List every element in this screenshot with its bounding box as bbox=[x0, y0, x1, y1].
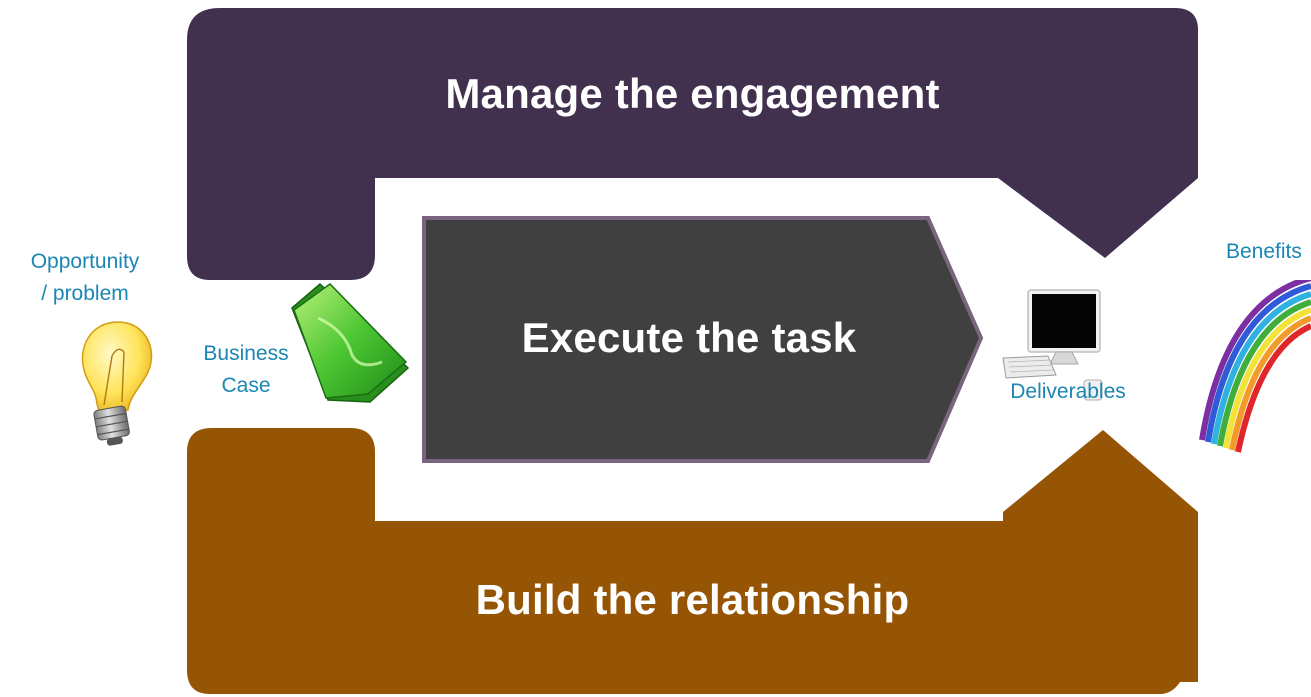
opportunity-caption-line-1: Opportunity bbox=[30, 250, 140, 273]
rainbow-icon bbox=[1199, 280, 1311, 453]
business-case-caption-line-2: Case bbox=[221, 374, 271, 397]
execute-task-arrow bbox=[422, 216, 984, 463]
manage-engagement-label: Manage the engagement bbox=[445, 70, 940, 117]
business-case-caption: Business Case bbox=[190, 338, 302, 402]
build-relationship-band bbox=[187, 428, 1198, 694]
benefits-caption: Benefits bbox=[1226, 240, 1302, 263]
lightbulb-icon bbox=[81, 321, 153, 446]
opportunity-caption: Opportunity / problem bbox=[0, 246, 170, 310]
deliverables-caption: Deliverables bbox=[1010, 380, 1126, 403]
build-relationship-label: Build the relationship bbox=[475, 576, 910, 623]
business-case-caption-line-1: Business bbox=[203, 342, 289, 365]
computer-icon bbox=[1002, 289, 1103, 401]
opportunity-caption-line-2: / problem bbox=[41, 282, 129, 305]
execute-task-label: Execute the task bbox=[521, 314, 857, 361]
green-folder-icon bbox=[291, 282, 410, 403]
manage-engagement-band bbox=[187, 8, 1198, 280]
